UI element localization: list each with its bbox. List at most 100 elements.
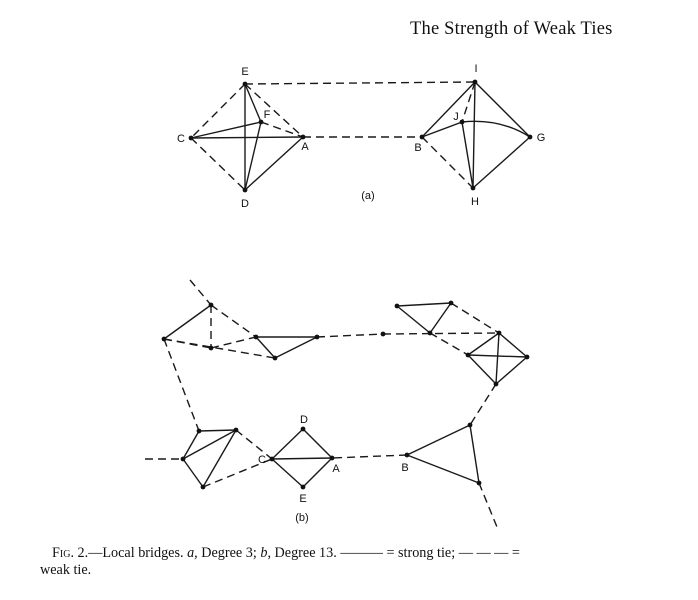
- strong-tie-edge: [469, 424, 480, 484]
- node-label-c: C: [258, 454, 266, 466]
- strong-tie-edge: [271, 457, 333, 460]
- caption-text: , Degree 13.: [267, 545, 341, 561]
- strong-tie-edge: [474, 81, 531, 138]
- strong-tie-edge: [271, 458, 304, 488]
- strong-tie-symbol: ——— =: [340, 545, 399, 561]
- node: [493, 381, 499, 387]
- strong-tie-edge: [467, 354, 497, 385]
- node: [300, 484, 306, 490]
- node: [427, 330, 433, 336]
- node: [476, 480, 482, 486]
- weak-tie-edge: [429, 332, 469, 356]
- weak-tie-edge: [190, 137, 246, 191]
- strong-tie-label: strong tie;: [398, 545, 459, 561]
- strong-tie-edge: [198, 429, 237, 432]
- strong-tie-edge: [421, 121, 463, 138]
- strong-tie-edge: [495, 356, 528, 385]
- weak-tie-edge: [382, 332, 500, 335]
- weak-tie-edge: [189, 279, 212, 306]
- node: [242, 187, 248, 193]
- node-label-f: F: [264, 109, 271, 121]
- node: [404, 452, 410, 458]
- caption-text: , Degree 3;: [194, 545, 261, 561]
- strong-tie-edge: [406, 454, 480, 484]
- node-label-e: E: [299, 493, 306, 505]
- strong-tie-edge: [472, 136, 531, 189]
- weak-tie-edge: [331, 454, 408, 459]
- node: [496, 330, 502, 336]
- node-label-a: A: [301, 141, 309, 153]
- node: [394, 303, 400, 309]
- weak-tie-edge: [244, 83, 304, 138]
- node-label-d: D: [241, 198, 249, 210]
- strong-tie-edge: [461, 120, 531, 138]
- caption-fig-label: Fig. 2.: [52, 545, 89, 561]
- node: [300, 426, 306, 432]
- node-label-d: D: [300, 414, 308, 426]
- panel-label-b: (b): [295, 512, 308, 524]
- strong-tie-edge: [163, 304, 212, 340]
- strong-tie-edge: [182, 430, 200, 460]
- weak-tie-symbol: — — — =: [458, 545, 520, 561]
- strong-tie-edge: [271, 428, 304, 460]
- strong-tie-edge: [302, 457, 333, 488]
- weak-tie-edge: [316, 333, 384, 338]
- panel-label-a: (a): [361, 190, 374, 202]
- running-title: The Strength of Weak Ties: [410, 19, 613, 39]
- node: [253, 334, 259, 340]
- weak-tie-edge: [469, 383, 497, 426]
- strong-tie-edge: [244, 136, 304, 191]
- weak-tie-edge: [163, 338, 276, 359]
- node-label-e: E: [241, 66, 248, 78]
- strong-tie-edge: [498, 332, 528, 358]
- node: [200, 484, 206, 490]
- node: [233, 427, 239, 433]
- node: [470, 185, 476, 191]
- node-label-b: B: [414, 142, 421, 154]
- node: [472, 79, 478, 85]
- node: [242, 81, 248, 87]
- strong-tie-edge: [182, 429, 237, 460]
- node: [459, 119, 465, 125]
- strong-tie-edge: [244, 83, 262, 123]
- node: [465, 352, 471, 358]
- node-label-c: C: [177, 133, 185, 145]
- weak-tie-edge: [210, 304, 257, 338]
- node: [188, 135, 194, 141]
- node-label-h: H: [471, 196, 479, 208]
- node: [196, 428, 202, 434]
- strong-tie-edge: [396, 302, 452, 307]
- strong-tie-edge: [472, 81, 476, 189]
- strong-tie-edge: [274, 336, 318, 359]
- node: [524, 354, 530, 360]
- node: [180, 456, 186, 462]
- node: [314, 334, 320, 340]
- strong-tie-edge: [182, 458, 204, 488]
- node: [527, 134, 533, 140]
- strong-tie-edge: [302, 428, 333, 459]
- caption-text: —Local bridges.: [88, 545, 188, 561]
- weak-tie-label: weak tie.: [40, 562, 92, 578]
- node: [269, 456, 275, 462]
- strong-tie-edge: [255, 336, 276, 359]
- weak-tie-edge: [163, 338, 200, 432]
- weak-tie-edge: [235, 429, 273, 460]
- node-label-b: B: [401, 462, 408, 474]
- node: [208, 302, 214, 308]
- node: [258, 119, 264, 125]
- weak-tie-edge: [244, 81, 476, 85]
- node: [161, 336, 167, 342]
- node: [272, 355, 278, 361]
- strong-tie-edge: [244, 121, 262, 191]
- node: [380, 331, 386, 337]
- figure-caption: Fig. 2.—Local bridges. a, Degree 3; b, D…: [40, 545, 660, 579]
- node: [419, 134, 425, 140]
- caption-a: a: [187, 545, 195, 561]
- node: [467, 422, 473, 428]
- weak-tie-edge: [478, 482, 498, 528]
- strong-tie-edge: [190, 136, 304, 139]
- strong-tie-edge: [461, 121, 474, 189]
- strong-tie-edge: [495, 332, 500, 385]
- node: [208, 345, 214, 351]
